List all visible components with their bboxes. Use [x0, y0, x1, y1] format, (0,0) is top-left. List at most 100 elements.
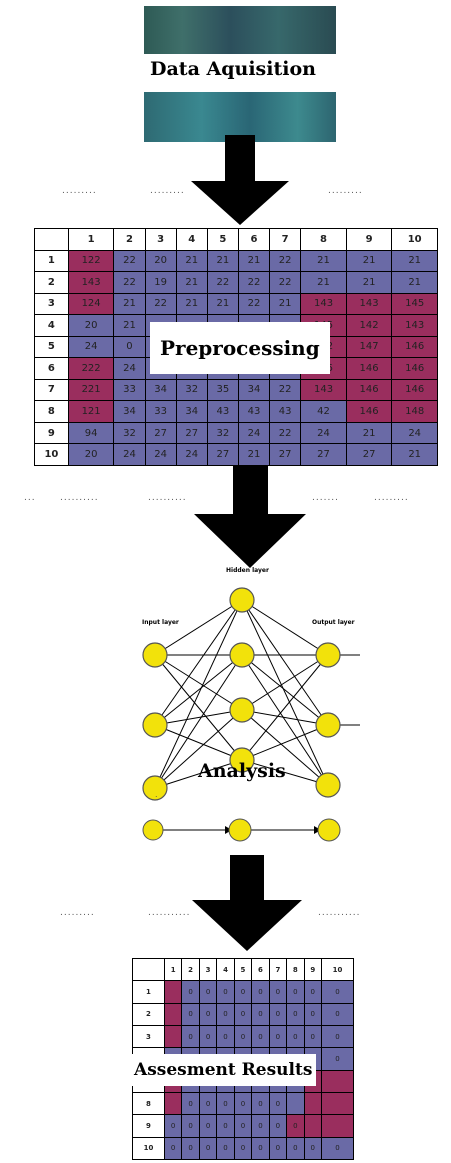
- grid-cell: 32: [175, 378, 208, 402]
- grid-cell: 121: [67, 400, 115, 423]
- grid-col-header: 10: [391, 228, 438, 251]
- grid-col-header: 7: [268, 957, 288, 982]
- grid-cell: 27: [345, 443, 393, 466]
- grid-cell: [163, 980, 183, 1004]
- grid-cell: 0: [198, 1114, 218, 1138]
- grid-cell: 0: [268, 1114, 288, 1138]
- grid-cell: 0: [286, 1114, 305, 1138]
- grid-cell: 0: [303, 1136, 323, 1161]
- grid-cell: 35: [206, 378, 239, 402]
- grid-cell: 143: [300, 292, 347, 316]
- grid-col-header: 3: [198, 957, 218, 982]
- grid-cell: 0: [216, 1136, 235, 1161]
- grid-col-header: 4: [216, 957, 235, 982]
- grid-cell: 0: [181, 1024, 200, 1049]
- grid-cell: 22: [113, 271, 146, 294]
- grid-cell: 24: [113, 443, 146, 466]
- grid-col-header: 1: [67, 228, 115, 251]
- grid-cell: 122: [67, 249, 115, 273]
- grid-cell: 0: [181, 1002, 200, 1026]
- grid-cell: 32: [206, 421, 239, 445]
- grid-cell: 0: [303, 1024, 323, 1049]
- neural-network-diagram: Input layer Hidden layer Output layer: [142, 567, 360, 801]
- grid-cell: 21: [175, 249, 208, 273]
- stage-label-acquisition: Data Aquisition: [150, 58, 316, 80]
- grid-cell: 22: [237, 271, 271, 294]
- grid-cell: 21: [206, 249, 239, 273]
- grid-cell: 0: [198, 1024, 218, 1049]
- grid-cell: 0: [233, 980, 253, 1004]
- grid-cell: [321, 1114, 354, 1138]
- hidden-layer-label: Hidden layer: [226, 567, 269, 574]
- grid-cell: 21: [237, 249, 271, 273]
- grid-row-header: 1: [132, 980, 165, 1004]
- grid-cell: [163, 1024, 183, 1049]
- grid-col-header: 2: [113, 228, 146, 251]
- grid-cell: 19: [144, 271, 177, 294]
- grid-cell: 0: [321, 1024, 354, 1049]
- grid-cell: 32: [113, 421, 146, 445]
- grid-cell: 0: [198, 980, 218, 1004]
- grid-row-header: 2: [132, 1002, 165, 1026]
- grid-cell: 0: [303, 1002, 323, 1026]
- grid-cell: 0: [181, 1091, 200, 1116]
- grid-cell: 222: [67, 357, 115, 380]
- network-nodes: [142, 587, 341, 801]
- grid-col-header: 5: [206, 228, 239, 251]
- down-arrow-3: [192, 855, 302, 951]
- grid-row-header: 8: [132, 1091, 165, 1116]
- input-layer-label: Input layer: [142, 619, 179, 626]
- grid-cell: 24: [175, 443, 208, 466]
- grid-col-header: 8: [300, 228, 347, 251]
- separator-dots: ..........: [60, 493, 99, 503]
- separator-dots: .........: [374, 493, 409, 503]
- grid-cell: 147: [345, 335, 393, 359]
- grid-cell: 0: [163, 1136, 183, 1161]
- grid-cell: 0: [321, 1047, 354, 1071]
- grid-cell: 21: [175, 292, 208, 316]
- grid-col-header: 7: [269, 228, 302, 251]
- grid-cell: 22: [269, 249, 302, 273]
- grid-col-header: 6: [251, 957, 270, 982]
- separator-dots: ...........: [148, 908, 191, 918]
- grid-row-header: 10: [132, 1136, 165, 1161]
- grid-cell: 21: [391, 249, 438, 273]
- grid-cell: 21: [206, 292, 239, 316]
- network-connections: [154, 599, 360, 789]
- grid-cell: 148: [391, 400, 438, 423]
- grid-col-header: 2: [181, 957, 200, 982]
- grid-cell: 0: [216, 1091, 235, 1116]
- grid-cell: 34: [237, 378, 271, 402]
- grid-row-header: 7: [34, 378, 69, 402]
- grid-cell: 143: [391, 314, 438, 337]
- grid-cell: 143: [67, 271, 115, 294]
- grid-row-header: 3: [34, 292, 69, 316]
- grid-cell: 145: [391, 292, 438, 316]
- grid-cell: 0: [233, 1091, 253, 1116]
- grid-row-header: 3: [132, 1024, 165, 1049]
- grid-cell: 21: [391, 271, 438, 294]
- grid-cell: 22: [269, 271, 302, 294]
- grid-cell: 146: [391, 357, 438, 380]
- separator-dots: ...........: [318, 908, 361, 918]
- grid-cell: 143: [300, 378, 347, 402]
- ellipsis-dots: .: [155, 790, 159, 799]
- grid-cell: [303, 1114, 323, 1138]
- grid-cell: 27: [269, 443, 302, 466]
- grid-cell: 0: [216, 1024, 235, 1049]
- grid-row-header: 9: [132, 1114, 165, 1138]
- grid-cell: 27: [144, 421, 177, 445]
- separator-dots: .........: [60, 908, 95, 918]
- grid-cell: 0: [268, 1091, 288, 1116]
- network-bottom-row: [142, 818, 341, 842]
- grid-cell: [321, 1091, 354, 1116]
- separator-dots: ..........: [148, 493, 187, 503]
- grid-cell: 20: [67, 314, 115, 337]
- grid-cell: 0: [181, 980, 200, 1004]
- grid-cell: 0: [251, 1024, 270, 1049]
- grid-cell: [286, 1091, 305, 1116]
- grid-cell: 27: [300, 443, 347, 466]
